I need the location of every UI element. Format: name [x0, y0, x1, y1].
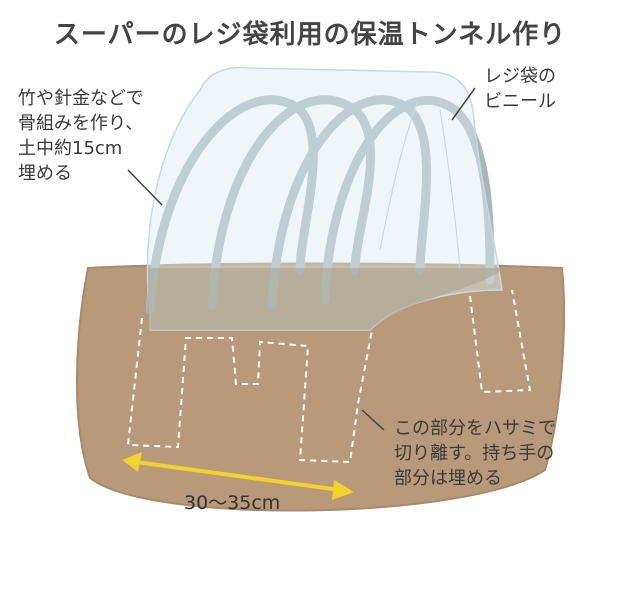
frame-note-line: 竹や針金などで — [18, 88, 144, 109]
leader-cut — [361, 409, 385, 431]
cut-note-line: 部分は埋める — [394, 468, 502, 489]
handle-right — [469, 289, 532, 394]
bag-crease-2 — [439, 109, 461, 271]
frame-note-line: 骨組みを作り、 — [18, 113, 144, 134]
arrow-head-left — [122, 452, 142, 472]
cut-note-line: 切り離す。持ち手の — [394, 443, 555, 464]
bag-note: レジ袋の ビニール — [484, 64, 556, 114]
arch-1 — [145, 95, 318, 315]
leader-frame — [127, 169, 163, 206]
bag-note-line: ビニール — [484, 91, 556, 112]
width-label: 30〜35cm — [184, 492, 281, 514]
page-title: スーパーのレジ袋利用の保温トンネル作り — [53, 20, 567, 50]
buried-bag-shade — [148, 268, 504, 330]
bag-crease — [379, 99, 419, 251]
width-arrow — [122, 452, 354, 500]
leader-bag — [451, 87, 476, 121]
leader-lines — [127, 87, 476, 431]
arch-2 — [207, 95, 375, 310]
bag-note-line: レジ袋の — [484, 66, 556, 87]
cut-note-line: この部分をハサミで — [394, 418, 556, 439]
arrow-head-right — [332, 480, 354, 500]
frame-note-line: 土中約15cm — [18, 138, 123, 159]
cut-region-left — [126, 317, 373, 464]
arch-3 — [267, 95, 432, 310]
cut-note: この部分をハサミで 切り離す。持ち手の 部分は埋める — [394, 416, 556, 491]
frame-note-line: 埋める — [18, 163, 72, 184]
frame-note: 竹や針金などで 骨組みを作り、 土中約15cm 埋める — [18, 86, 144, 186]
cut-lines — [126, 289, 532, 464]
